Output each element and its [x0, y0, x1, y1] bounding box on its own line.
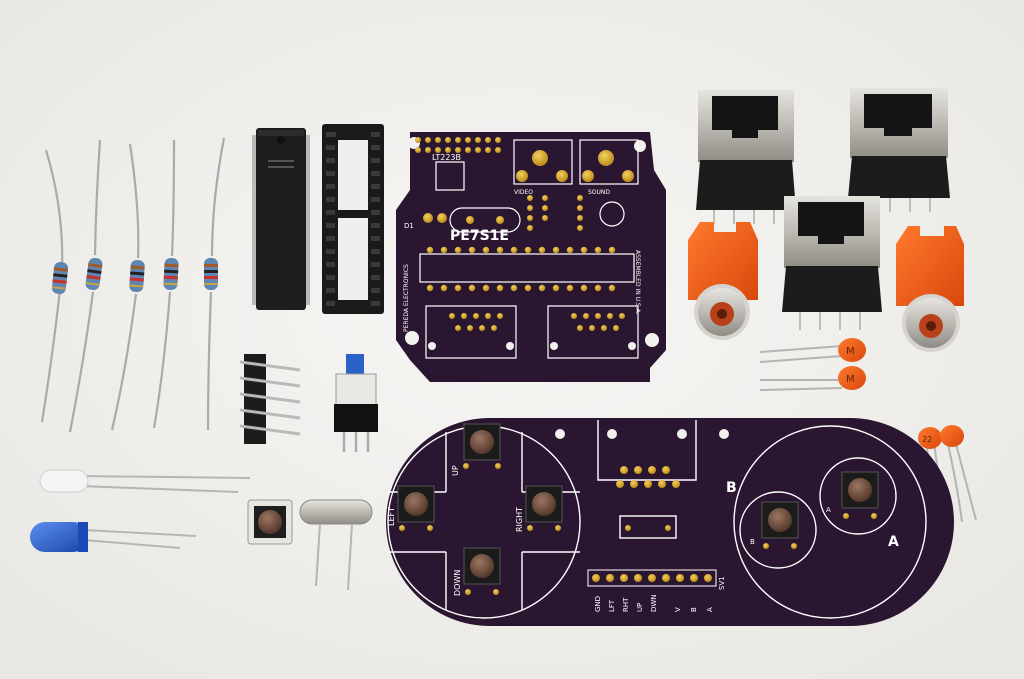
resistor-2 — [68, 139, 103, 433]
ceramic-capacitors-large: M M — [759, 338, 866, 391]
label-a-large: A — [888, 534, 899, 550]
rj45-jack-1 — [696, 90, 796, 224]
capacitor-mark-2: M — [846, 374, 855, 385]
pin-label-up: UP — [636, 603, 644, 612]
ic-socket — [322, 124, 384, 314]
label-b-small: B — [750, 538, 755, 546]
capacitor-mark-3: 22 — [922, 435, 932, 444]
resistor-4 — [152, 139, 179, 429]
rca-jack-left — [688, 222, 758, 340]
rj45-jacks — [696, 88, 950, 330]
board-title: PE7S1E — [450, 228, 509, 244]
rj45-jack-2 — [848, 88, 950, 212]
capacitor-mark-1: M — [846, 346, 855, 357]
dpad-up-button — [463, 423, 501, 469]
resistor-1 — [40, 149, 69, 423]
label-left: LEFT — [387, 507, 396, 526]
clear-led — [39, 469, 251, 493]
rca-jack-right — [896, 226, 964, 352]
label-up: UP — [451, 465, 460, 476]
resistors — [40, 137, 226, 433]
resistor-5 — [204, 137, 226, 431]
crystal — [299, 499, 373, 591]
component-ref: D1 — [404, 222, 414, 230]
label-right: RIGHT — [515, 507, 524, 532]
sound-label: SOUND — [588, 189, 610, 196]
controller-pcb: UP LEFT RIGHT DOWN B A B A GND LFT RHT U… — [386, 418, 954, 626]
dpad-right-button — [525, 485, 563, 531]
label-b-large: B — [726, 480, 737, 496]
dpad-left-button — [397, 485, 435, 531]
pin-label-a: A — [706, 607, 714, 612]
assembly-label: ASSEMBLED IN U.S.A. — [634, 250, 641, 315]
main-pcb: PE7S1E LT223B VIDEO SOUND D1 PEREDA ELEC… — [396, 132, 666, 382]
pin-label-b: B — [690, 607, 698, 612]
resistor-3 — [110, 143, 145, 431]
pin-header — [239, 354, 301, 444]
label-a-small: A — [826, 506, 831, 514]
pin-label-dwn: DWN — [650, 594, 658, 612]
push-switch — [334, 354, 378, 452]
chip-label: LT223B — [432, 153, 461, 162]
header-ref-sv1: SV1 — [718, 576, 726, 590]
tactile-switch-loose — [247, 499, 293, 545]
brand-label: PEREDA ELECTRONICS — [403, 264, 410, 332]
a-button — [841, 471, 879, 519]
b-button — [761, 501, 799, 549]
video-label: VIDEO — [514, 189, 533, 196]
dpad-down-button — [463, 547, 501, 595]
pin-label-rht: RHT — [622, 597, 630, 612]
pin-label-lft: LFT — [608, 599, 616, 612]
pin-label-v: V — [674, 607, 682, 612]
rj45-jack-3 — [782, 196, 882, 330]
blue-led — [30, 522, 197, 552]
label-down: DOWN — [453, 570, 462, 596]
pin-label-gnd: GND — [594, 596, 602, 612]
microcontroller-chip — [252, 128, 310, 310]
